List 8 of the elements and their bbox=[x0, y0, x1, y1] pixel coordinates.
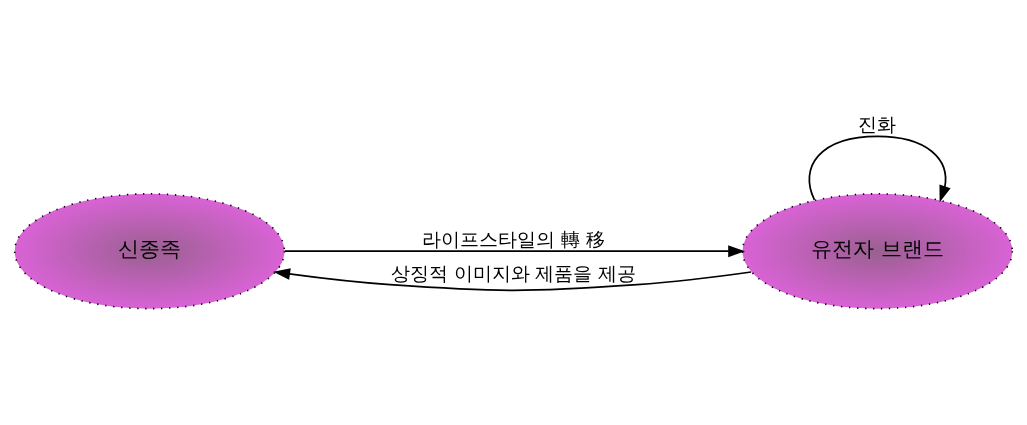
arrow bbox=[283, 245, 746, 258]
edge-label: 진화 bbox=[858, 114, 897, 136]
arrow bbox=[273, 268, 752, 292]
edge-label: 상징적 이미지와 제품을 제공 bbox=[390, 262, 637, 284]
edge-label: 라이프스타일의 轉 移 bbox=[422, 229, 605, 251]
node-ellipse: 유전자 브랜드 bbox=[741, 193, 1014, 310]
node-ellipse: 신종족 bbox=[13, 193, 286, 310]
arrow bbox=[808, 135, 951, 203]
